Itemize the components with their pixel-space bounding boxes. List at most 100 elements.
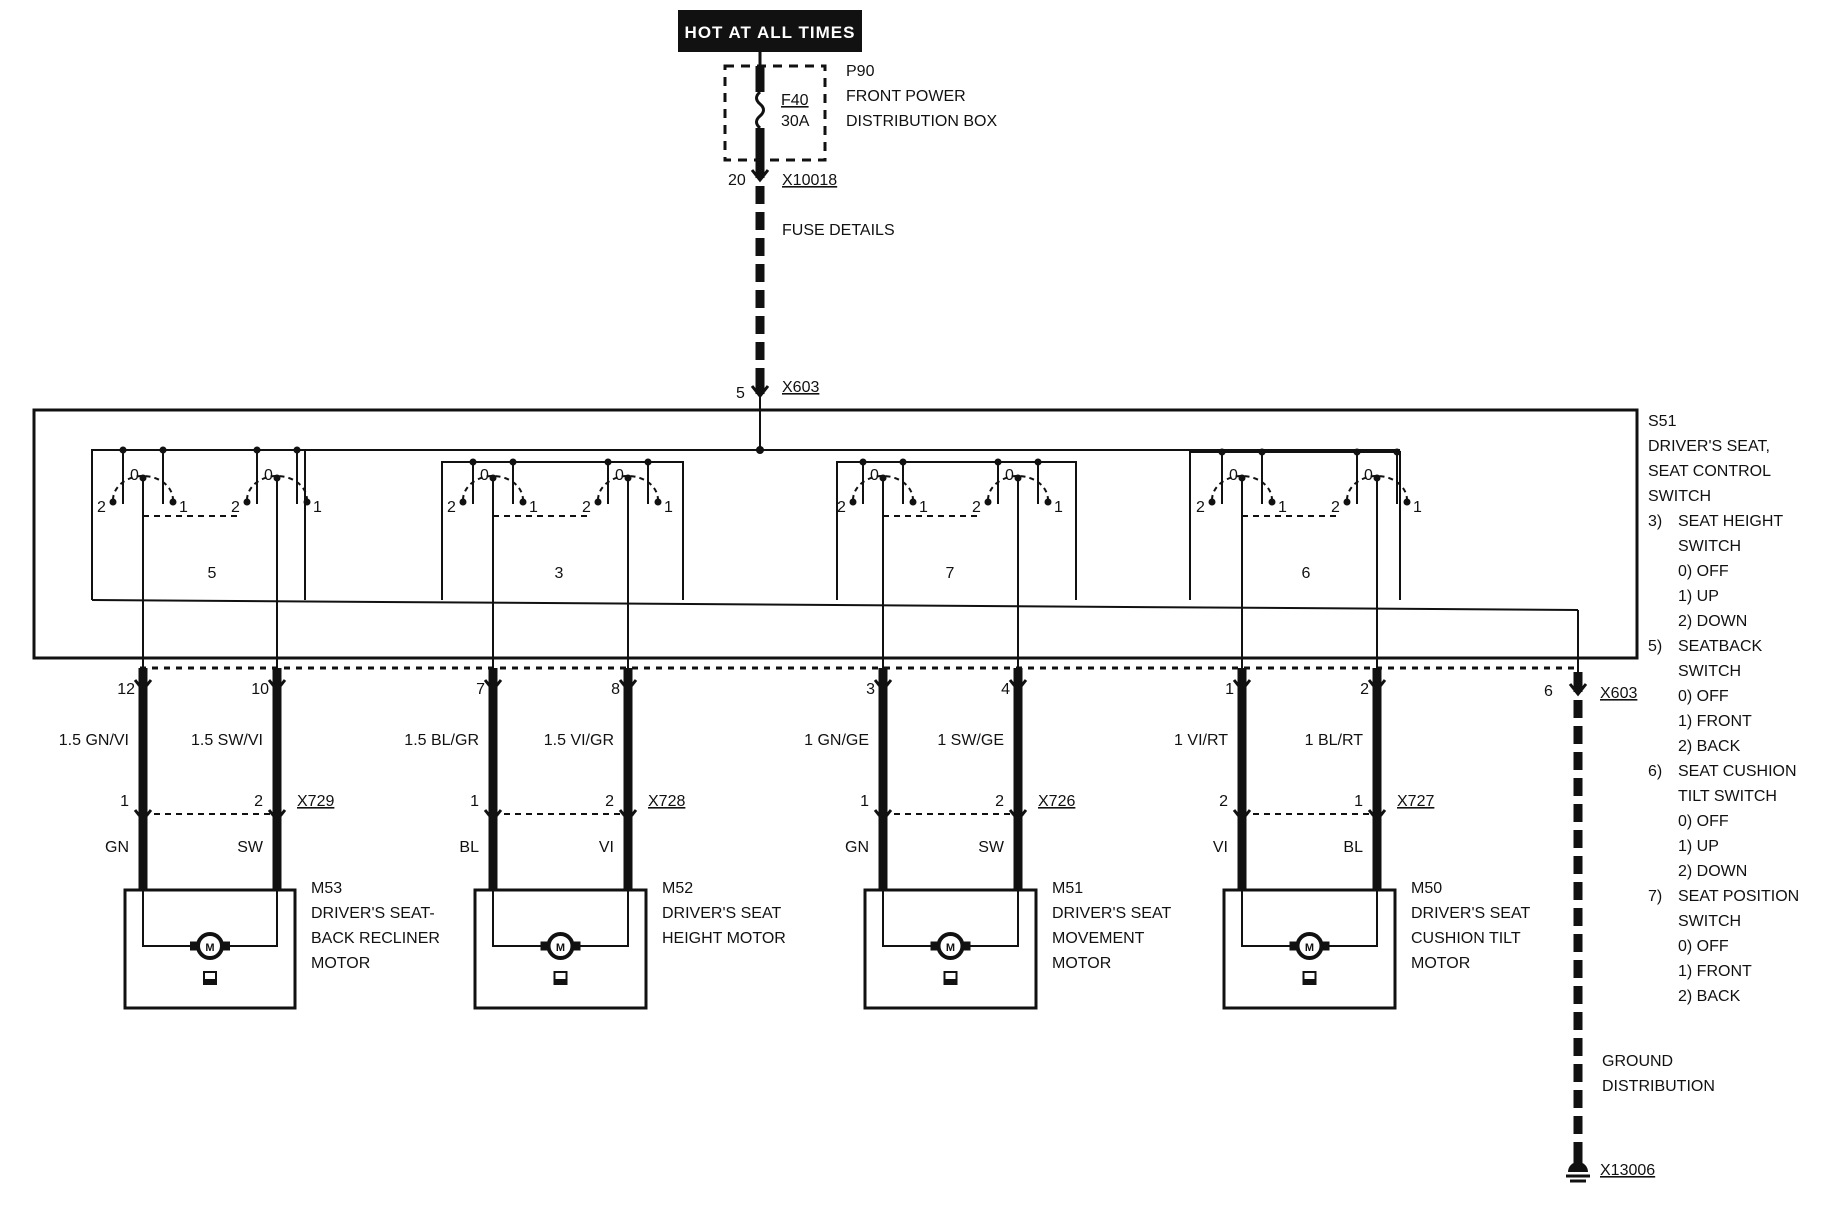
motor-symbol: M <box>205 942 214 954</box>
fuse-symbol-icon <box>755 90 765 130</box>
motor-connector: X728 <box>648 793 685 810</box>
switch-number: 6 <box>1302 565 1311 582</box>
contact-label-2: 2 <box>97 499 106 516</box>
contact-label-0: 0 <box>615 467 624 484</box>
contact-set: 0 2 1 <box>1196 448 1337 668</box>
contact-label-0: 0 <box>1229 467 1238 484</box>
switch-pin: 2 <box>1360 681 1369 698</box>
legend-num: 3) <box>1648 513 1662 530</box>
motor-id: M53 <box>311 880 342 897</box>
wire-color: VI <box>599 839 614 856</box>
legend-title: SEAT POSITION <box>1678 888 1799 905</box>
connector-chevron-icon <box>1367 679 1387 693</box>
contact-label-2: 2 <box>447 499 456 516</box>
wire-spec: 1 GN/GE <box>804 732 869 749</box>
legend-position: 0) OFF <box>1678 688 1729 705</box>
ground-bus <box>91 599 1579 611</box>
switch-pin: 10 <box>251 681 269 698</box>
connector-pin: 1 <box>860 793 869 810</box>
legend-position: 0) OFF <box>1678 813 1729 830</box>
harness-wire: 10 1.5 SW/VI 2SW <box>191 668 287 890</box>
contact-label-0: 0 <box>1364 467 1373 484</box>
switch-frame <box>91 449 306 600</box>
switch-frame <box>1189 451 1401 600</box>
contact-label-2: 2 <box>1196 499 1205 516</box>
switch-enclosure <box>32 408 1639 660</box>
legend-title: TILT SWITCH <box>1678 788 1777 805</box>
legend-num: 7) <box>1648 888 1662 905</box>
switch-arc-icon <box>462 475 524 501</box>
connector-chevron-icon <box>1008 679 1028 693</box>
fuse-box-outline <box>723 64 827 162</box>
hot-label: HOT AT ALL TIMES <box>685 23 856 42</box>
wire-color: SW <box>237 839 264 856</box>
legend-title: SEAT CUSHION <box>1678 763 1797 780</box>
legend-title: SWITCH <box>1678 663 1741 680</box>
wire-spec: 1.5 SW/VI <box>191 732 263 749</box>
connector-pin: 1 <box>120 793 129 810</box>
wire-spec: 1.5 GN/VI <box>59 732 129 749</box>
switch-feed-pin: 5 <box>736 385 745 402</box>
connector-chevron-icon <box>1232 679 1252 693</box>
ground-connector-x13006: X13006 <box>1600 1162 1655 1179</box>
legend-position: 2) DOWN <box>1678 863 1747 880</box>
switch-arc-icon <box>112 475 174 501</box>
seat-control-switch <box>32 408 1639 672</box>
switch-arc-icon <box>1346 475 1408 501</box>
motor-symbol: M <box>556 942 565 954</box>
fuse-box-name-1: FRONT POWER <box>846 88 966 105</box>
switch-legend: S51 DRIVER'S SEAT, SEAT CONTROL SWITCH 3… <box>1648 413 1799 1005</box>
switch-arc-icon <box>987 475 1049 501</box>
switch-pin: 12 <box>117 681 135 698</box>
wire-spec: 1 BL/RT <box>1305 732 1364 749</box>
hot-at-all-times-box <box>678 10 862 52</box>
fuse-rating: 30A <box>781 113 810 130</box>
connector-pin: 2 <box>995 793 1004 810</box>
motor-id: M50 <box>1411 880 1442 897</box>
connector-pin: 2 <box>254 793 263 810</box>
legend-position: 2) DOWN <box>1678 613 1747 630</box>
wire-color: BL <box>1343 839 1363 856</box>
wire-color: VI <box>1213 839 1228 856</box>
motor-name-line: MOTOR <box>311 955 370 972</box>
motor-icon <box>936 932 965 960</box>
fuse-details-note: FUSE DETAILS <box>782 222 895 239</box>
switch-pin: 3 <box>866 681 875 698</box>
connector-pin: 1 <box>1354 793 1363 810</box>
motor-name-line: MOTOR <box>1411 955 1470 972</box>
ground-circuit: 6 X603 GROUND DISTRIBUTION X13006 <box>1544 672 1715 1183</box>
legend-position: 0) OFF <box>1678 563 1729 580</box>
motor-id: M51 <box>1052 880 1083 897</box>
legend-title: SEAT HEIGHT <box>1678 513 1783 530</box>
fuse-id: F40 <box>781 92 809 109</box>
motor-icon <box>546 932 575 960</box>
connector-chevron-icon <box>1568 683 1588 697</box>
ground-label-1: GROUND <box>1602 1053 1673 1070</box>
switch-id: S51 <box>1648 413 1677 430</box>
connector-chevron-icon <box>873 679 893 693</box>
switch-arc-icon <box>852 475 914 501</box>
wire-spec: 1 SW/GE <box>937 732 1004 749</box>
connector-chevron-icon <box>618 809 638 823</box>
connector-chevron-icon <box>483 679 503 693</box>
wire-spec: 1 VI/RT <box>1174 732 1228 749</box>
connector-chevron-icon <box>267 679 287 693</box>
connector-chevron-icon <box>133 679 153 693</box>
ground-connector-x603: X603 <box>1600 685 1637 702</box>
motor-name-line: DRIVER'S SEAT <box>662 905 781 922</box>
contact-label-1: 1 <box>1278 499 1287 516</box>
switch-name-1: DRIVER'S SEAT, <box>1648 438 1770 455</box>
legend-title: SEATBACK <box>1678 638 1763 655</box>
contact-label-1: 1 <box>1413 499 1422 516</box>
